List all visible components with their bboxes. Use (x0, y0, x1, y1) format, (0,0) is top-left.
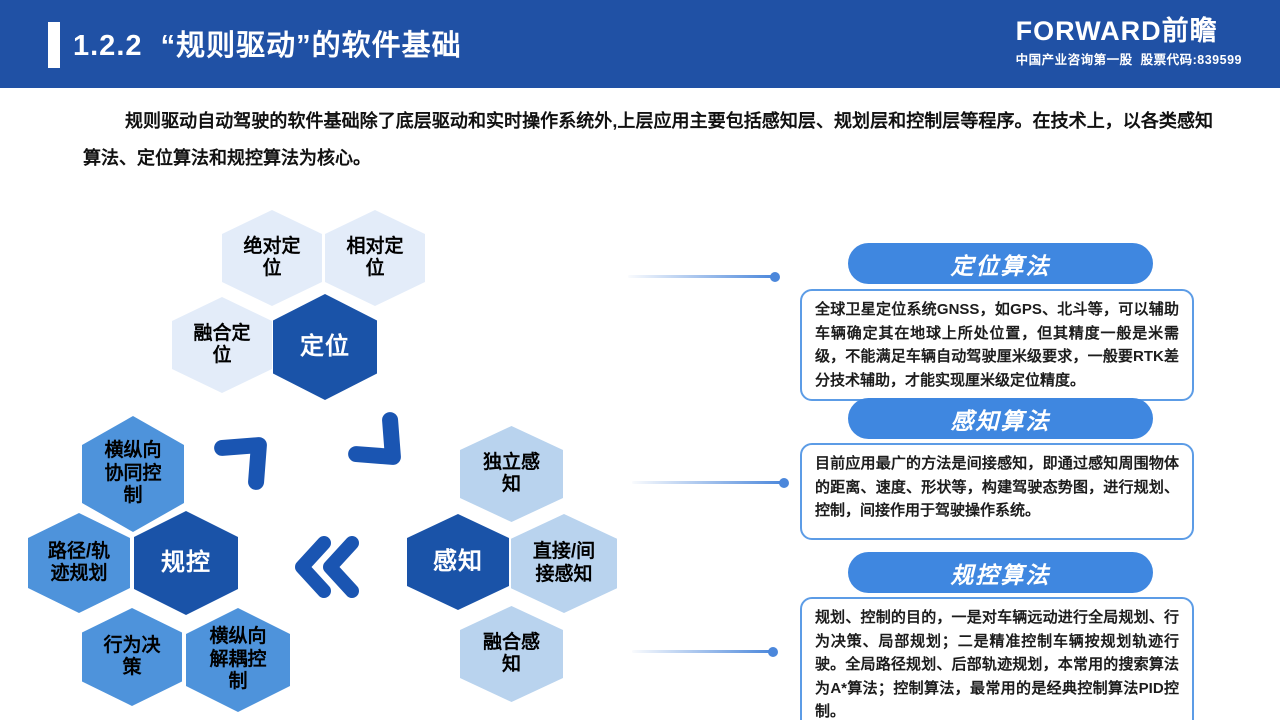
panel-body-planning: 规划、控制的目的，一是对车辆远动进行全局规划、行为决策、局部规划；二是精准控制车… (800, 597, 1194, 720)
connector-dot-planning (768, 646, 778, 657)
hex-planning-center-label: 规控 (161, 548, 211, 576)
connector-line-positioning (628, 271, 780, 282)
hex-positioning-center-label: 定位 (300, 332, 350, 360)
hex-behavior-decision: 行为决 策 (82, 608, 182, 706)
hex-relative-positioning: 相对定 位 (325, 210, 425, 306)
panel-title-planning: 规控算法 (848, 552, 1153, 593)
panel-title-perception: 感知算法 (848, 398, 1153, 439)
hex-absolute-positioning-label: 绝对定 位 (243, 235, 301, 279)
hex-independent-perception-label: 独立感 知 (482, 451, 540, 495)
hex-fusion-positioning-label: 融合定 位 (193, 322, 251, 366)
hex-fusion-perception-label: 融合感 知 (482, 631, 540, 675)
panel-body-perception: 目前应用最广的方法是间接感知，即通过感知周围物体的距离、速度、形状等，构建驾驶态… (800, 443, 1194, 540)
brand-tagline: 中国产业咨询第一股 股票代码:839599 (1015, 53, 1242, 67)
hex-coordinated-control-label: 横纵向 协同控 制 (104, 440, 162, 507)
page-title: 1.2.2 “规则驱动”的软件基础 (73, 30, 462, 62)
hex-behavior-decision-label: 行为决 策 (103, 634, 161, 678)
hex-perception-center: 感知 (407, 514, 509, 610)
hex-perception-center-label: 感知 (433, 547, 483, 575)
hex-direct-indirect-perception-label: 直接/间 接感知 (532, 541, 596, 585)
hex-positioning-center: 定位 (273, 294, 377, 400)
hex-independent-perception: 独立感 知 (460, 426, 563, 522)
hex-path-planning: 路径/轨 迹规划 (28, 513, 130, 613)
intro-paragraph: 规则驱动自动驾驶的软件基础除了底层驱动和实时操作系统外,上层应用主要包括感知层、… (83, 111, 1213, 168)
hex-direct-indirect-perception: 直接/间 接感知 (511, 514, 617, 613)
hex-relative-positioning-label: 相对定 位 (346, 235, 404, 279)
panel-title-perception-label: 感知算法 (950, 407, 1051, 434)
connector-dot-perception (779, 477, 789, 488)
connector-dot-positioning (770, 271, 780, 282)
connector-line-perception (632, 477, 789, 488)
arrow-up-right-icon (214, 437, 267, 490)
arrow-down-right-icon (348, 412, 401, 465)
hex-fusion-perception: 融合感 知 (460, 606, 563, 702)
brand-logo-text: FORWARD前瞻 (1015, 16, 1218, 46)
header-bar: 1.2.2 “规则驱动”的软件基础 FORWARD前瞻 中国产业咨询第一股 股票… (0, 0, 1280, 88)
panel-title-positioning: 定位算法 (848, 243, 1153, 284)
double-chevron-left-icon (295, 536, 359, 598)
hex-absolute-positioning: 绝对定 位 (222, 210, 322, 306)
connector-line-planning (632, 646, 778, 657)
title-accent-bar (48, 22, 60, 68)
hex-decoupled-control-label: 横纵向 解耦控 制 (209, 626, 267, 693)
hex-fusion-positioning: 融合定 位 (172, 297, 272, 393)
panel-body-positioning: 全球卫星定位系统GNSS，如GPS、北斗等，可以辅助车辆确定其在地球上所处位置，… (800, 289, 1194, 401)
hex-path-planning-label: 路径/轨 迹规划 (47, 540, 111, 584)
hex-decoupled-control: 横纵向 解耦控 制 (186, 608, 290, 712)
hex-planning-center: 规控 (134, 511, 238, 615)
panel-title-positioning-label: 定位算法 (950, 252, 1051, 279)
hex-coordinated-control: 横纵向 协同控 制 (82, 416, 184, 532)
logo: FORWARD前瞻 中国产业咨询第一股 股票代码:839599 (1016, 16, 1242, 68)
panel-title-planning-label: 规控算法 (950, 561, 1051, 588)
